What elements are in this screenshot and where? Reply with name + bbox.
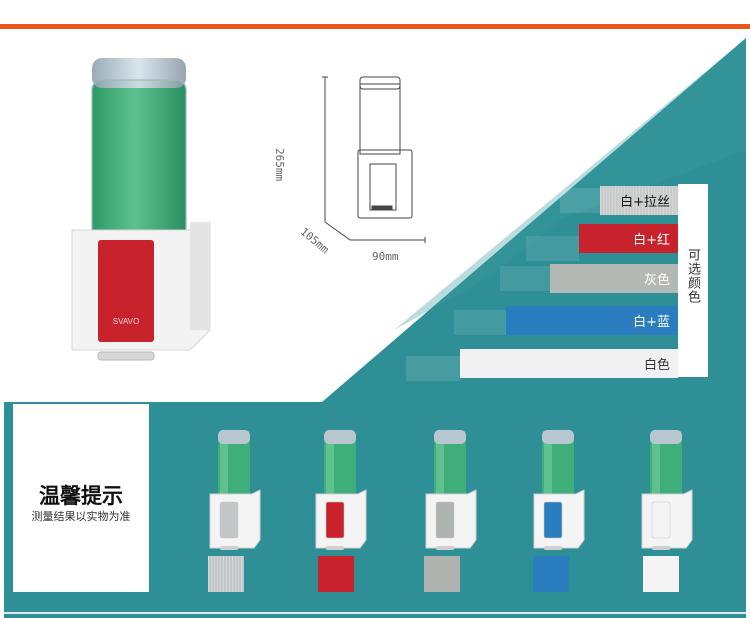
variant-dispenser-brushed bbox=[209, 430, 261, 550]
product-variants bbox=[209, 430, 693, 550]
variant-dispenser-blue bbox=[533, 430, 585, 550]
main-product-image: SVAVO bbox=[71, 58, 211, 361]
variant-dispenser-grey bbox=[425, 430, 477, 550]
top-accent-rule bbox=[0, 24, 750, 29]
color-option-label: 白+拉丝 bbox=[620, 195, 670, 210]
dimension-width-label: 90mm bbox=[372, 250, 399, 263]
color-option-white: 白色 bbox=[460, 349, 678, 378]
color-option-label: 白+蓝 bbox=[633, 315, 670, 330]
color-option-grey: 灰色 bbox=[550, 264, 678, 293]
color-option-blue: 白+蓝 bbox=[506, 306, 678, 335]
notice-subtitle: 测量结果以实物为准 bbox=[31, 510, 131, 523]
color-options-title: 可选颜色 bbox=[685, 248, 700, 304]
color-option-label: 灰色 bbox=[643, 273, 670, 288]
dimension-drawing bbox=[322, 76, 426, 243]
bar-shadow bbox=[560, 188, 600, 213]
color-options-panel bbox=[678, 184, 708, 377]
variant-swatch-white bbox=[643, 556, 679, 592]
variant-swatch-brushed bbox=[208, 556, 244, 592]
color-option-label: 白色 bbox=[643, 358, 670, 373]
color-option-label: 白+红 bbox=[633, 233, 670, 248]
notice-title: 温馨提示 bbox=[39, 484, 123, 508]
bottom-divider bbox=[4, 612, 746, 614]
dimension-height-label: 265mm bbox=[273, 148, 286, 182]
color-option-red: 白+红 bbox=[579, 224, 678, 253]
color-option-brushed: 白+拉丝 bbox=[600, 186, 678, 215]
variant-dispenser-red bbox=[315, 430, 367, 550]
notice-box bbox=[13, 404, 149, 592]
variant-swatch-grey bbox=[424, 556, 460, 592]
bar-shadow bbox=[454, 310, 506, 335]
variant-dispenser-white bbox=[641, 430, 693, 550]
bar-shadow bbox=[406, 356, 460, 381]
variant-swatch-red bbox=[318, 556, 354, 592]
variant-swatch-blue bbox=[533, 556, 569, 592]
brand-badge: SVAVO bbox=[113, 317, 139, 326]
bar-shadow bbox=[526, 236, 579, 261]
bar-shadow bbox=[500, 266, 550, 291]
